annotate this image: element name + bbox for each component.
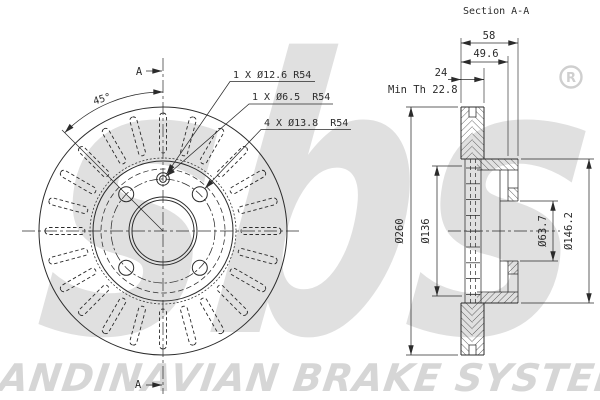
bolt-hole bbox=[191, 186, 208, 203]
hub-step-dashed-circle bbox=[100, 168, 226, 294]
bolt-hole bbox=[191, 259, 208, 276]
hub-face-circle bbox=[92, 160, 234, 302]
vent-slot bbox=[240, 227, 282, 235]
vent-slot bbox=[59, 169, 97, 195]
dim-146-2: Ø146.2 bbox=[563, 212, 575, 250]
dim-63-7: Ø63.7 bbox=[537, 215, 549, 247]
friction-ring-section bbox=[460, 106, 485, 356]
registered-letter: R bbox=[566, 71, 576, 86]
callout-leader bbox=[204, 129, 351, 189]
dimension-disc-thickness: 24 bbox=[435, 67, 485, 103]
watermark-logo: sbs bbox=[23, 0, 600, 400]
vent-slot bbox=[180, 116, 197, 157]
vent-slot bbox=[199, 127, 225, 165]
dimension-outer-diameter: Ø260 bbox=[394, 106, 458, 356]
callout-locating-hole-inner: 1 X Ø6.5 R54 bbox=[165, 91, 333, 177]
vent-slot bbox=[129, 305, 146, 346]
vent-slot bbox=[48, 248, 89, 265]
callout-label: 1 X Ø12.6 R54 bbox=[233, 69, 311, 81]
dim-24: 24 bbox=[435, 67, 448, 79]
vent-slot bbox=[44, 227, 86, 235]
hub-hat-section bbox=[461, 158, 519, 304]
vent-slot bbox=[229, 169, 267, 195]
dim-58: 58 bbox=[483, 30, 496, 42]
registered-trademark-icon: R bbox=[559, 65, 583, 89]
bolt-angle-line bbox=[61, 129, 164, 232]
watermark-banner: SCANDINAVIAN BRAKE SYSTEMS bbox=[0, 357, 600, 400]
bolt-circle bbox=[110, 178, 216, 284]
callout-locating-hole-outer: 1 X Ø12.6 R54 bbox=[166, 69, 315, 174]
locating-hole-inner bbox=[159, 175, 167, 183]
bolt-hole bbox=[118, 186, 135, 203]
min-thickness-note: Min Th 22.8 bbox=[388, 84, 458, 96]
section-marker-top: A bbox=[136, 66, 143, 78]
vent-slot bbox=[48, 197, 89, 214]
center-bore-inner bbox=[131, 199, 195, 263]
vent-slot bbox=[216, 284, 248, 316]
dim-49-6: 49.6 bbox=[473, 48, 498, 60]
callout-label: 1 X Ø6.5 R54 bbox=[252, 91, 330, 103]
vent-slot bbox=[216, 146, 248, 178]
vent-slot bbox=[101, 297, 127, 335]
dimension-total-width: 58 bbox=[460, 30, 519, 156]
vent-slot bbox=[237, 248, 278, 265]
dimension-friction-inner-diameter: Ø136 bbox=[420, 165, 462, 297]
vent-slot bbox=[237, 197, 278, 214]
vent-slot bbox=[159, 308, 167, 350]
vent-slot bbox=[78, 284, 110, 316]
section-marker-bottom: A bbox=[135, 379, 142, 391]
vent-slot bbox=[180, 305, 197, 346]
angle-label: 45° bbox=[92, 92, 112, 108]
section-title: Section A-A bbox=[463, 6, 529, 17]
callout-leader bbox=[165, 103, 333, 177]
front-view: 45° A A 1 X Ø12.6 R54 1 X Ø6.5 R54 4 X Ø… bbox=[22, 58, 351, 394]
dimension-center-bore: Ø63.7 bbox=[520, 200, 558, 262]
angle-arc bbox=[64, 89, 164, 133]
bolt-hole bbox=[118, 259, 135, 276]
dim-260: Ø260 bbox=[394, 218, 406, 243]
dim-136: Ø136 bbox=[420, 218, 432, 243]
callout-label: 4 X Ø13.8 R54 bbox=[264, 117, 348, 129]
vent-slot bbox=[59, 267, 97, 293]
callout-bolt-holes: 4 X Ø13.8 R54 bbox=[204, 117, 351, 189]
vent-slot bbox=[199, 297, 225, 335]
watermark-logo-text: sbs bbox=[23, 0, 600, 400]
vent-inner-serrated-circle bbox=[89, 157, 237, 305]
section-view: 58 49.6 24 Min Th 22.8 Ø260 Ø136 bbox=[388, 30, 594, 356]
center-bore-outer bbox=[128, 196, 198, 266]
locating-hole-outer bbox=[156, 172, 170, 186]
dimension-hub-flange-diameter: Ø146.2 bbox=[521, 158, 594, 304]
callout-leader bbox=[166, 81, 315, 174]
vent-slot bbox=[229, 267, 267, 293]
dimension-outer-width: 49.6 bbox=[460, 48, 509, 156]
